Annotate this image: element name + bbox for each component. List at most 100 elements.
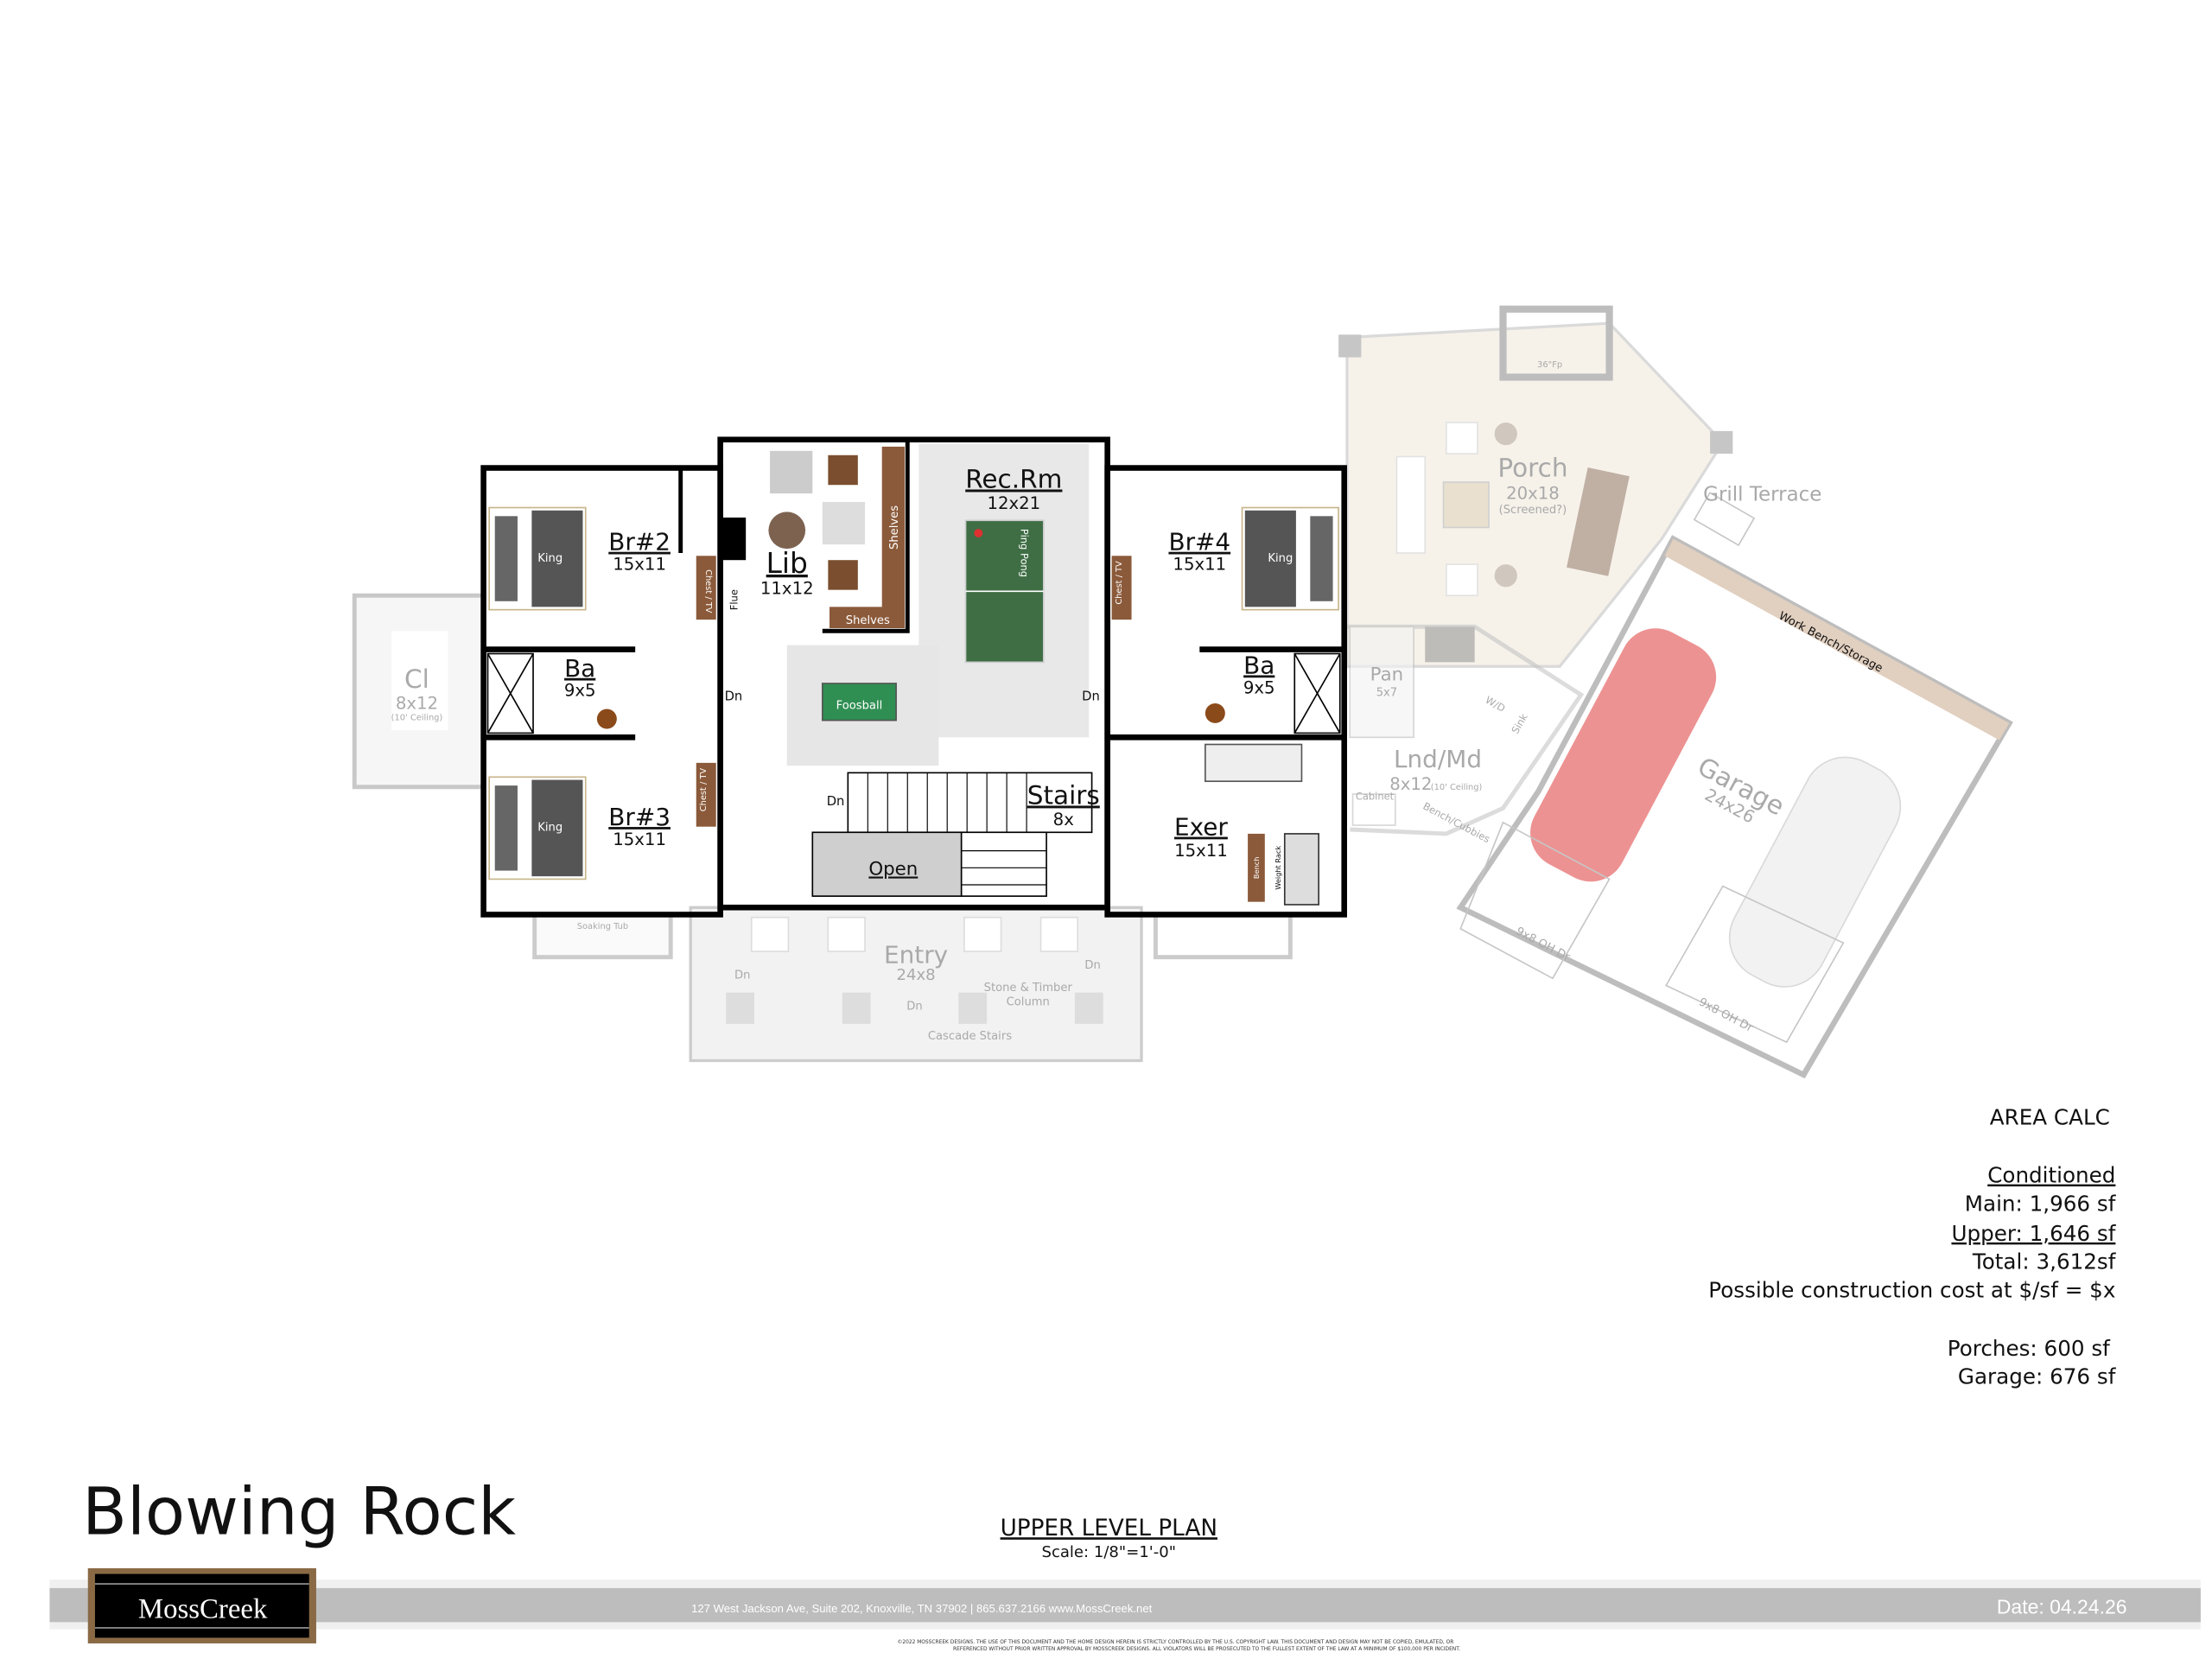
stairs-size: 8x bbox=[1053, 810, 1074, 830]
footer-date: Date: 04.24.26 bbox=[1997, 1595, 2127, 1618]
shelves-bottom bbox=[830, 607, 905, 628]
area-calc-porches: Porches: 600 sf bbox=[1948, 1336, 2111, 1361]
area-calc: AREA CALC Conditioned Main: 1,966 sf Upp… bbox=[1708, 1104, 2116, 1389]
cascade-stairs-label: Cascade Stairs bbox=[928, 1030, 1012, 1043]
closet-label: Cl bbox=[404, 664, 429, 694]
treadmill bbox=[1205, 743, 1303, 783]
weight-rack-label: Weight Rack bbox=[1274, 846, 1282, 890]
project-title: Blowing Rock bbox=[82, 1474, 516, 1550]
paddle-icon bbox=[974, 529, 983, 537]
bath-right-label: Ba bbox=[1243, 651, 1274, 679]
chest-tv-br3 bbox=[696, 762, 716, 827]
closet-size: 8x12 bbox=[396, 694, 438, 714]
area-calc-title: AREA CALC bbox=[1990, 1104, 2110, 1129]
bed-br3 bbox=[488, 776, 587, 880]
bed-label-br2: King bbox=[537, 552, 563, 565]
weight-rack bbox=[1283, 833, 1319, 906]
bench-cubbies-label: Bench/Cubbies bbox=[1421, 800, 1492, 846]
bay-right bbox=[1153, 912, 1293, 960]
landing-mudroom-size: 8x12 bbox=[1389, 774, 1432, 794]
landing-mudroom-label: Lnd/Md bbox=[1394, 745, 1482, 773]
sink-label: Sink bbox=[1509, 711, 1529, 735]
copyright-line-1: ©2022 MOSSCREEK DESIGNS. THE USE OF THIS… bbox=[897, 1639, 1453, 1645]
entry-label: Entry bbox=[884, 940, 948, 969]
copyright-line-2: REFERENCED WITHOUT PRIOR WRITTEN APPROVA… bbox=[953, 1647, 1460, 1652]
area-calc-main: Main: 1,966 sf bbox=[1965, 1191, 2117, 1216]
br3-label: Br#3 bbox=[608, 803, 671, 831]
rec-room-size: 12x21 bbox=[987, 493, 1040, 513]
dn-entry-right: Dn bbox=[1084, 959, 1100, 972]
bath-right-size: 9x5 bbox=[1243, 677, 1275, 697]
area-calc-upper: Upper: 1,646 sf bbox=[1951, 1221, 2116, 1246]
area-calc-garage: Garage: 676 sf bbox=[1958, 1364, 2117, 1389]
plan-title: UPPER LEVEL PLAN bbox=[1001, 1516, 1217, 1541]
chest-tv-br4 bbox=[1111, 556, 1132, 620]
br4-size: 15x11 bbox=[1173, 555, 1226, 575]
shelves-label-2: Shelves bbox=[888, 505, 901, 550]
logo-text: MossCreek bbox=[138, 1593, 268, 1624]
bath-left-size: 9x5 bbox=[564, 681, 596, 701]
bed-br4 bbox=[1241, 506, 1339, 611]
porch-label: Porch bbox=[1497, 453, 1567, 482]
landing-mudroom-note: (10' Ceiling) bbox=[1431, 783, 1483, 792]
shelves bbox=[881, 446, 905, 628]
wd-label: W/D bbox=[1484, 694, 1508, 715]
chest-tv-label-br2: Chest / TV bbox=[703, 569, 713, 613]
area-calc-cost: Possible construction cost at $/sf = $x bbox=[1708, 1278, 2115, 1303]
bench bbox=[1248, 833, 1265, 902]
ping-pong-label: Ping Pong bbox=[1019, 529, 1031, 577]
mosscreek-logo: MossCreek bbox=[87, 1567, 316, 1643]
dn-entry-left: Dn bbox=[734, 969, 750, 982]
flue-label: Flue bbox=[728, 589, 740, 610]
sink-left bbox=[596, 709, 617, 729]
lib-label: Lib bbox=[766, 547, 808, 580]
foosball-label: Foosball bbox=[836, 700, 883, 713]
entry-porch bbox=[689, 906, 1143, 1063]
side-table bbox=[768, 512, 806, 550]
pantry-label: Pan bbox=[1370, 664, 1404, 686]
dn-entry: Dn bbox=[906, 1000, 922, 1013]
staircase bbox=[811, 772, 1093, 897]
shelves-label: Shelves bbox=[846, 614, 890, 627]
bed-label-br3: King bbox=[537, 822, 563, 835]
area-calc-heading: Conditioned bbox=[1987, 1163, 2115, 1188]
area-calc-total: Total: 3,612sf bbox=[1972, 1249, 2117, 1274]
chest-tv-br2 bbox=[696, 556, 716, 620]
fireplace-label: 36"Fp bbox=[1537, 360, 1562, 370]
lib-size: 11x12 bbox=[760, 579, 814, 599]
br3-size: 15x11 bbox=[613, 830, 666, 849]
dn-right: Dn bbox=[1082, 690, 1100, 704]
armchair-2 bbox=[822, 501, 866, 545]
porch-area bbox=[1338, 305, 1756, 668]
chest-tv-label-br4: Chest / TV bbox=[1115, 561, 1124, 605]
closet-note: (10' Ceiling) bbox=[391, 714, 443, 723]
pantry-laundry bbox=[1346, 624, 1585, 836]
exer-label: Exer bbox=[1174, 813, 1228, 842]
stairs-label: Stairs bbox=[1027, 780, 1100, 810]
column-label: Stone & Timber bbox=[984, 982, 1073, 995]
armchair bbox=[770, 450, 813, 494]
shower-right bbox=[1294, 652, 1341, 734]
cabinet-label: Cabinet bbox=[1356, 791, 1395, 803]
walls bbox=[480, 436, 1347, 918]
sink-right bbox=[1205, 702, 1225, 723]
rec-room-label: Rec.Rm bbox=[965, 465, 1062, 494]
porch-size: 20x18 bbox=[1506, 484, 1560, 504]
column-label-2: Column bbox=[1007, 995, 1050, 1008]
garage bbox=[1456, 535, 2013, 1079]
dn-stairs: Dn bbox=[827, 794, 845, 809]
fireplace bbox=[722, 517, 747, 561]
br4-label: Br#4 bbox=[1168, 528, 1230, 556]
tub-bay bbox=[532, 912, 673, 960]
chest-tv-label-br3: Chest / TV bbox=[699, 768, 709, 812]
room-labels: Br#2 15x11 Br#3 15x11 Br#4 15x11 Ba 9x5 … bbox=[564, 465, 1275, 880]
foosball-table bbox=[821, 683, 897, 721]
footer-bar bbox=[49, 1587, 2201, 1623]
bench-label: Bench bbox=[1252, 857, 1261, 880]
footer-address: 127 West Jackson Ave, Suite 202, Knoxvil… bbox=[691, 1602, 1153, 1615]
exer-size: 15x11 bbox=[1174, 841, 1228, 861]
entry-size: 24x8 bbox=[897, 966, 936, 984]
br2-size: 15x11 bbox=[613, 555, 666, 575]
grill-terrace-label: Grill Terrace bbox=[1703, 483, 1821, 505]
